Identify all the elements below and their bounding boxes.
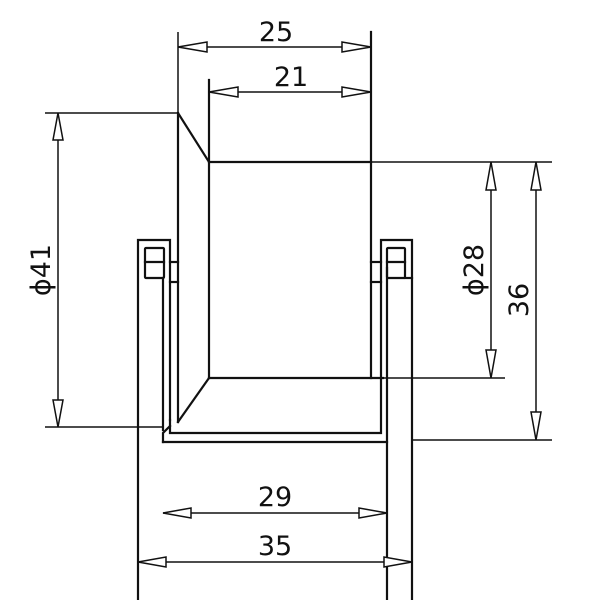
u-bracket (136, 238, 414, 600)
dimension-label-21: 21 (274, 62, 308, 93)
dimension-overall-width: 25 (177, 17, 372, 53)
dimension-outer-diameter: ϕ41 (26, 112, 64, 428)
dimension-bracket-outer-width: 35 (137, 531, 413, 568)
dimension-height: 36 (504, 161, 542, 441)
dimension-label-29: 29 (258, 482, 292, 513)
dimension-label-phi41: ϕ41 (26, 244, 57, 296)
dimension-label-phi28: ϕ28 (459, 244, 490, 296)
dimension-inner-width: 21 (208, 62, 372, 98)
roller-body (176, 30, 385, 424)
dimension-bracket-inner-width: 29 (162, 482, 388, 519)
dimension-label-35: 35 (258, 531, 292, 562)
dimension-label-25: 25 (259, 17, 293, 48)
dimension-inner-diameter: ϕ28 (459, 161, 497, 379)
dimension-label-36: 36 (504, 283, 535, 317)
extension-lines (45, 32, 552, 441)
